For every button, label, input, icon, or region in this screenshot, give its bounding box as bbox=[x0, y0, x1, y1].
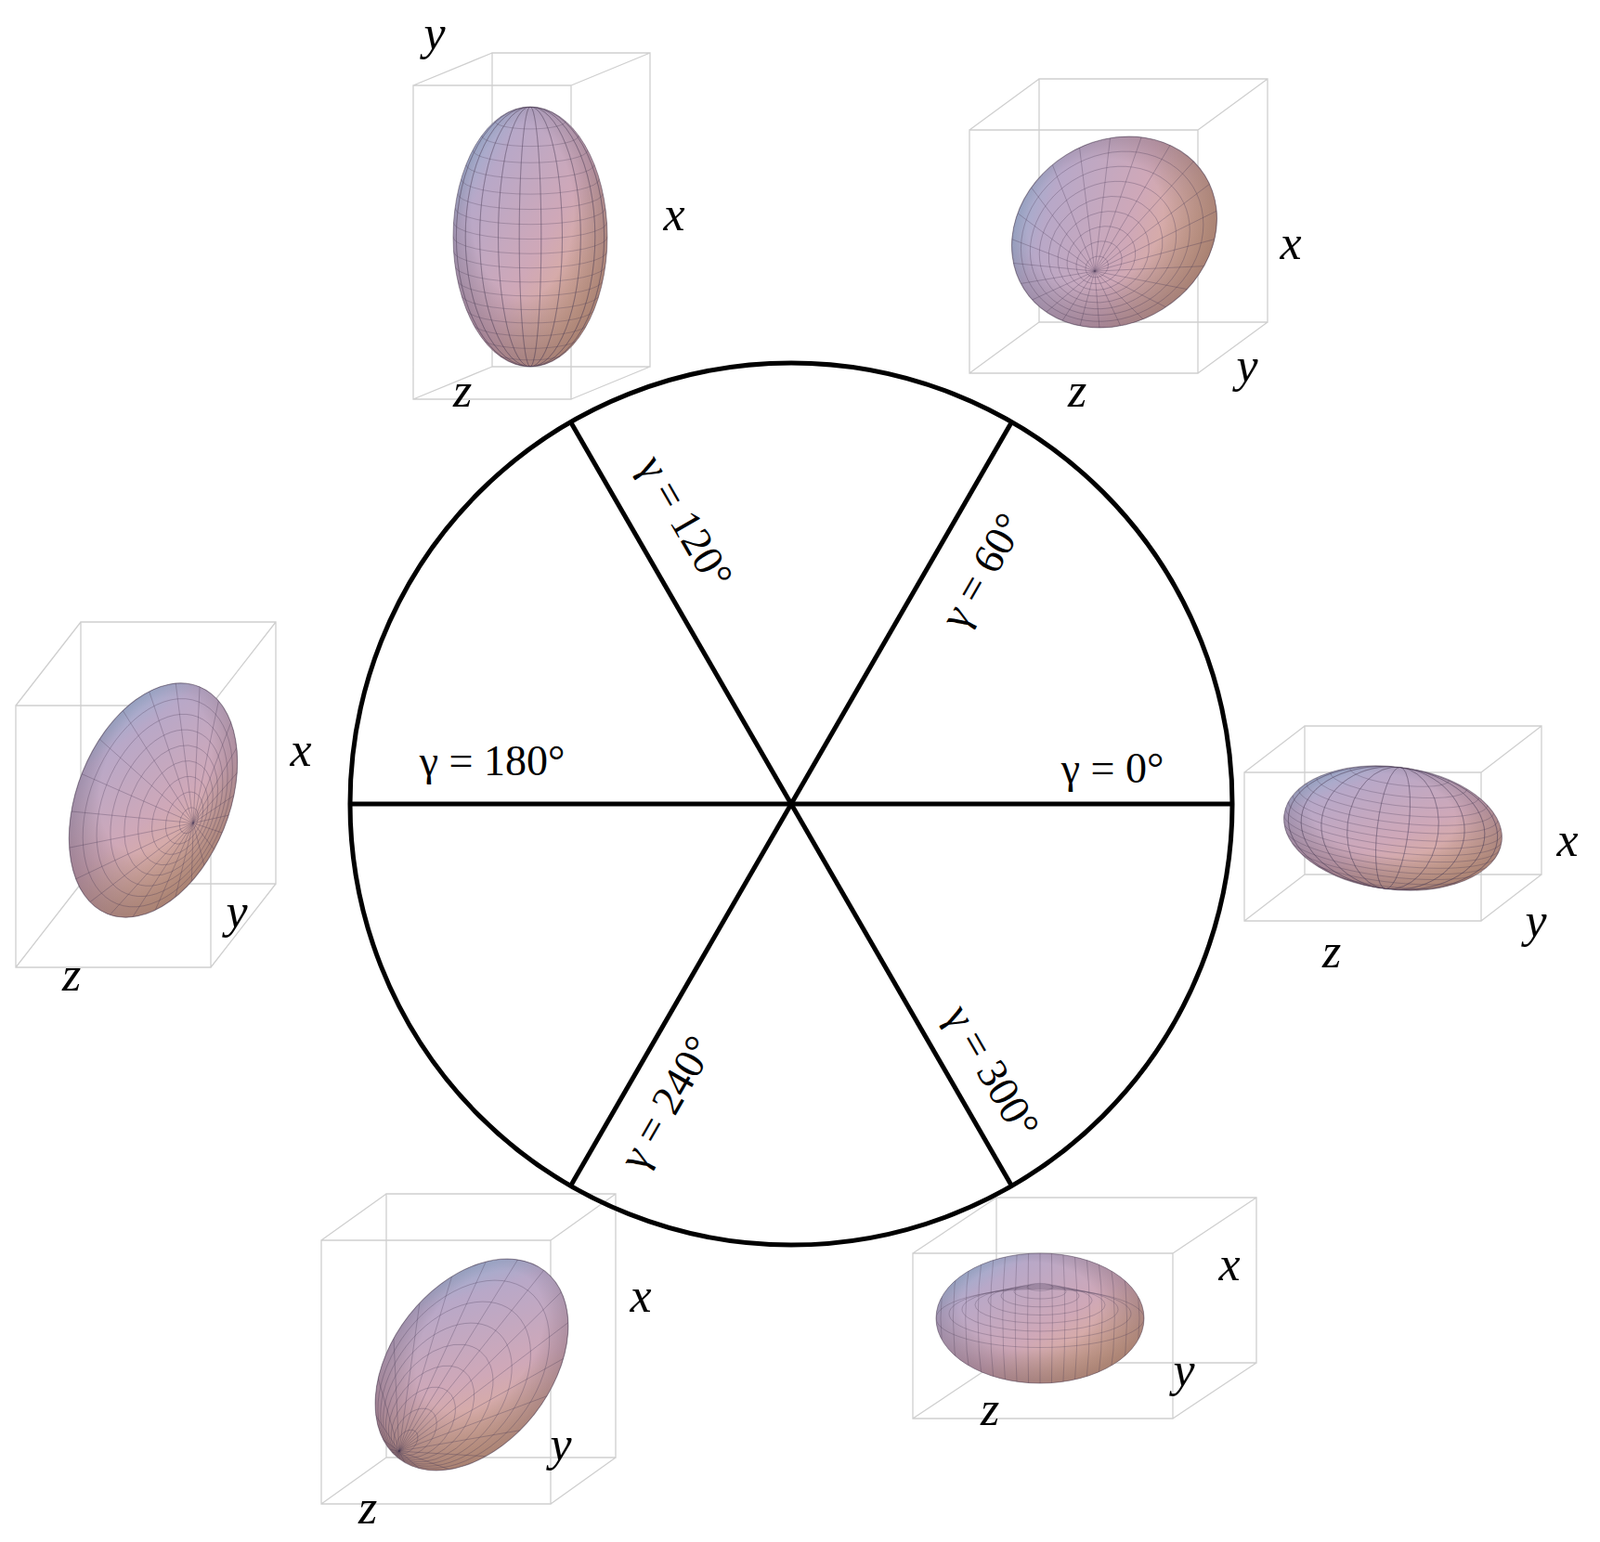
ellipsoid bbox=[453, 106, 608, 367]
mesh-lines bbox=[936, 1253, 1145, 1384]
ellipsoid-shading bbox=[37, 658, 271, 943]
axis-label: y bbox=[549, 1420, 572, 1470]
axis-label: z bbox=[980, 1385, 1000, 1434]
ellipsoid-shading bbox=[453, 106, 608, 367]
gamma-circle bbox=[350, 363, 1233, 1246]
gamma-label: γ = 0° bbox=[1061, 747, 1165, 791]
axis-label: z bbox=[1322, 927, 1341, 976]
sector-line bbox=[571, 422, 793, 805]
ellipsoids bbox=[0, 0, 1509, 1542]
ellipsoid-surface bbox=[37, 658, 271, 943]
sector-line bbox=[350, 802, 792, 807]
ellipsoid-surface bbox=[335, 1222, 608, 1509]
axis-label: y bbox=[225, 887, 248, 937]
axis-label: x bbox=[629, 1272, 651, 1321]
sector-line bbox=[791, 802, 1233, 807]
ellipsoid bbox=[836, 0, 1392, 500]
gamma-label: γ = 60° bbox=[933, 507, 1033, 637]
axis-label: z bbox=[358, 1483, 378, 1533]
ellipsoid-surface bbox=[1276, 754, 1509, 903]
axis-label: z bbox=[453, 366, 472, 416]
ellipsoid-surface bbox=[936, 1253, 1145, 1384]
ellipsoid bbox=[936, 1253, 1145, 1384]
gamma-label: γ = 300° bbox=[936, 998, 1047, 1146]
sector-line bbox=[571, 804, 793, 1186]
axis-label: x bbox=[1279, 219, 1301, 268]
axis-label: y bbox=[1172, 1346, 1195, 1395]
wireframe-box bbox=[969, 78, 1268, 374]
axis-label: y bbox=[1524, 897, 1547, 946]
axis-label: x bbox=[1218, 1240, 1240, 1289]
ellipsoid-surface bbox=[975, 98, 1254, 366]
mesh-lines bbox=[1275, 754, 1509, 907]
sector-line bbox=[791, 804, 1013, 1186]
axis-label: z bbox=[1067, 366, 1087, 416]
axis-label: x bbox=[663, 190, 685, 239]
mesh-lines bbox=[0, 516, 387, 1085]
gamma-label: γ = 240° bbox=[611, 1029, 722, 1178]
mesh-lines bbox=[453, 106, 608, 367]
ellipsoid bbox=[0, 516, 387, 1085]
axis-label: z bbox=[62, 950, 81, 1000]
ellipsoid bbox=[1275, 754, 1509, 907]
wireframe-boxes bbox=[15, 52, 1542, 1505]
axis-label: y bbox=[423, 9, 445, 58]
wireframe-box bbox=[912, 1197, 1257, 1419]
ellipsoid-shading bbox=[335, 1222, 608, 1509]
ellipsoid-surface bbox=[453, 106, 608, 367]
ellipsoid-shading bbox=[1276, 754, 1509, 903]
wireframe-box bbox=[1244, 726, 1542, 922]
ellipsoid-shading bbox=[936, 1253, 1145, 1384]
axis-label: x bbox=[1556, 816, 1578, 865]
wireframe-box bbox=[15, 622, 276, 968]
axis-label: y bbox=[1235, 341, 1258, 391]
gamma-label: γ = 120° bbox=[630, 448, 741, 597]
sector-circle bbox=[350, 363, 1233, 1246]
ellipsoid-shading bbox=[975, 98, 1254, 366]
wireframe-box bbox=[413, 52, 651, 400]
mesh-lines bbox=[836, 0, 1392, 500]
gamma-label: γ = 180° bbox=[419, 740, 566, 783]
axis-label: x bbox=[289, 726, 312, 775]
